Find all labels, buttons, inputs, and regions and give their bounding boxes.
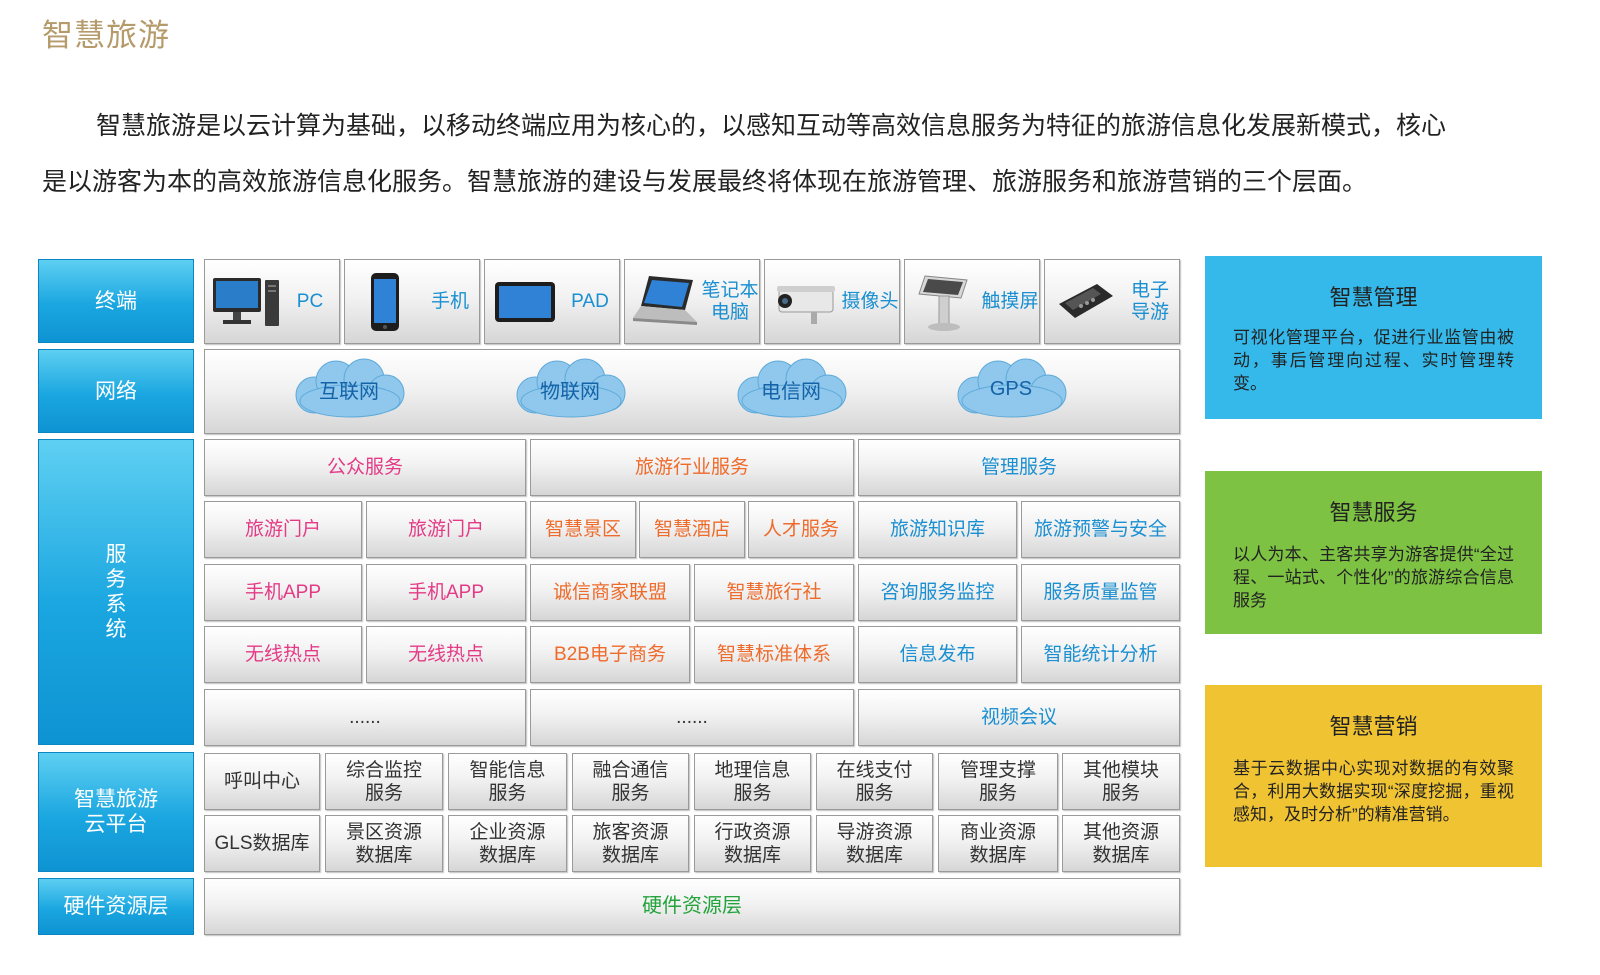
platform-module: 在线支付 服务 [816, 753, 933, 810]
terminal-camera: 摄像头 [764, 259, 900, 344]
service-item: 咨询服务监控 [858, 564, 1017, 621]
layer-label-service: 服 务 系 统 [38, 439, 194, 745]
page-title: 智慧旅游 [42, 18, 170, 53]
service-item: 手机APP [366, 564, 526, 621]
camera-icon [777, 285, 835, 324]
intro-line-1: 智慧旅游是以云计算为基础，以移动终端应用为核心的，以感知互动等高效信息服务为特征… [96, 112, 1447, 140]
terminal-pad: PAD [484, 259, 620, 344]
platform-database: 景区资源 数据库 [325, 815, 443, 872]
platform-module: 管理支撑 服务 [938, 753, 1058, 810]
tablet-icon [495, 281, 555, 322]
service-header-public: 公众服务 [204, 439, 526, 496]
intro-paragraph: 智慧旅游是以云计算为基础，以移动终端应用为核心的，以感知互动等高效信息服务为特征… [42, 98, 1572, 210]
service-item: 智慧酒店 [639, 501, 745, 558]
layer-label-network: 网络 [38, 349, 194, 433]
hardware-layer-bar: 硬件资源层 [204, 878, 1180, 935]
platform-database: GLS数据库 [204, 815, 320, 872]
terminal-label: 电子 导游 [1130, 279, 1169, 323]
panel-smart-marketing: 智慧营销 基于云数据中心实现对数据的有效聚合，利用大数据实现“深度挖掘，重视感知… [1205, 685, 1542, 867]
service-item: 信息发布 [858, 626, 1017, 683]
cloud-icon [737, 358, 847, 418]
platform-database: 企业资源 数据库 [448, 815, 567, 872]
network-label: 物联网 [540, 380, 600, 403]
network-cloud-iot: 物联网 [505, 357, 635, 421]
terminal-label: PAD [571, 290, 609, 312]
service-item: 旅游门户 [366, 501, 526, 558]
service-item: 智慧标准体系 [694, 626, 854, 683]
service-item: 旅游知识库 [858, 501, 1017, 558]
platform-module: 地理信息 服务 [694, 753, 811, 810]
terminal-label: 触摸屏 [981, 290, 1039, 312]
terminal-touchscreen: 触摸屏 [904, 259, 1040, 344]
network-cloud-internet: 互联网 [284, 357, 414, 421]
e-guide-device-icon [1059, 283, 1113, 318]
panel-title: 智慧服务 [1329, 500, 1418, 525]
desktop-pc-icon [213, 277, 279, 326]
terminal-laptop: 笔记本 电脑 [624, 259, 760, 344]
panel-smart-service: 智慧服务 以人为本、主客共享为游客提供“全过程、一站式、个性化”的旅游综合信息服… [1205, 471, 1542, 634]
touch-kiosk-icon [918, 274, 968, 331]
network-label: 互联网 [319, 380, 379, 403]
platform-module: 其他模块 服务 [1062, 753, 1180, 810]
platform-database: 商业资源 数据库 [938, 815, 1058, 872]
panel-text: 可视化管理平台，促进行业监管由被动，事后管理向过程、实时管理转变。 [1233, 328, 1514, 393]
service-item: 智慧旅行社 [694, 564, 854, 621]
platform-module: 智能信息 服务 [448, 753, 567, 810]
layer-label-cloud-platform: 智慧旅游 云平台 [38, 752, 194, 872]
service-item: 无线热点 [366, 626, 526, 683]
service-item-ellipsis: ...... [204, 689, 526, 746]
service-item: 智能统计分析 [1021, 626, 1180, 683]
service-item: 服务质量监管 [1021, 564, 1180, 621]
laptop-icon [633, 275, 697, 325]
network-label: GPS [989, 377, 1033, 400]
network-cloud-gps: GPS [946, 357, 1076, 421]
network-label: 电信网 [761, 380, 821, 403]
layer-label-hardware: 硬件资源层 [38, 878, 194, 935]
service-item: 旅游门户 [204, 501, 362, 558]
panel-title: 智慧管理 [1329, 285, 1418, 310]
terminal-label: 笔记本 电脑 [701, 279, 759, 323]
service-item: 手机APP [204, 564, 362, 621]
platform-database: 旅客资源 数据库 [572, 815, 689, 872]
panel-smart-management: 智慧管理 可视化管理平台，促进行业监管由被动，事后管理向过程、实时管理转变。 [1205, 256, 1542, 419]
terminal-e-guide: 电子 导游 [1044, 259, 1180, 344]
service-item: 诚信商家联盟 [530, 564, 690, 621]
service-item: 视频会议 [858, 689, 1180, 746]
network-cloud-telecom: 电信网 [726, 357, 856, 421]
service-item: 人才服务 [748, 501, 854, 558]
panel-text: 基于云数据中心实现对数据的有效聚合，利用大数据实现“深度挖掘，重视感知，及时分析… [1233, 759, 1514, 824]
platform-database: 行政资源 数据库 [694, 815, 811, 872]
panel-title: 智慧营销 [1329, 714, 1418, 739]
cloud-icon [957, 358, 1067, 418]
layer-label-terminal: 终端 [38, 259, 194, 343]
service-item: 无线热点 [204, 626, 362, 683]
platform-module: 呼叫中心 [204, 753, 320, 810]
panel-text: 以人为本、主客共享为游客提供“全过程、一站式、个性化”的旅游综合信息服务 [1233, 545, 1514, 610]
cloud-icon [295, 358, 405, 418]
smartphone-icon [371, 272, 399, 331]
service-header-management: 管理服务 [858, 439, 1180, 496]
cloud-icon [516, 358, 626, 418]
service-header-industry: 旅游行业服务 [530, 439, 854, 496]
service-item: 智慧景区 [530, 501, 636, 558]
terminal-label: 手机 [430, 290, 469, 312]
terminal-pc: PC [204, 259, 340, 344]
platform-module: 融合通信 服务 [572, 753, 689, 810]
service-item-ellipsis: ...... [530, 689, 854, 746]
terminal-label: PC [296, 290, 324, 312]
platform-database: 导游资源 数据库 [816, 815, 933, 872]
intro-line-2: 是以游客为本的高效旅游信息化服务。智慧旅游的建设与发展最终将体现在旅游管理、旅游… [42, 168, 1368, 196]
platform-database: 其他资源 数据库 [1062, 815, 1180, 872]
platform-module: 综合监控 服务 [325, 753, 443, 810]
service-item: 旅游预警与安全 [1021, 501, 1180, 558]
service-item: B2B电子商务 [530, 626, 690, 683]
terminal-phone: 手机 [344, 259, 480, 344]
terminal-label: 摄像头 [841, 290, 899, 312]
